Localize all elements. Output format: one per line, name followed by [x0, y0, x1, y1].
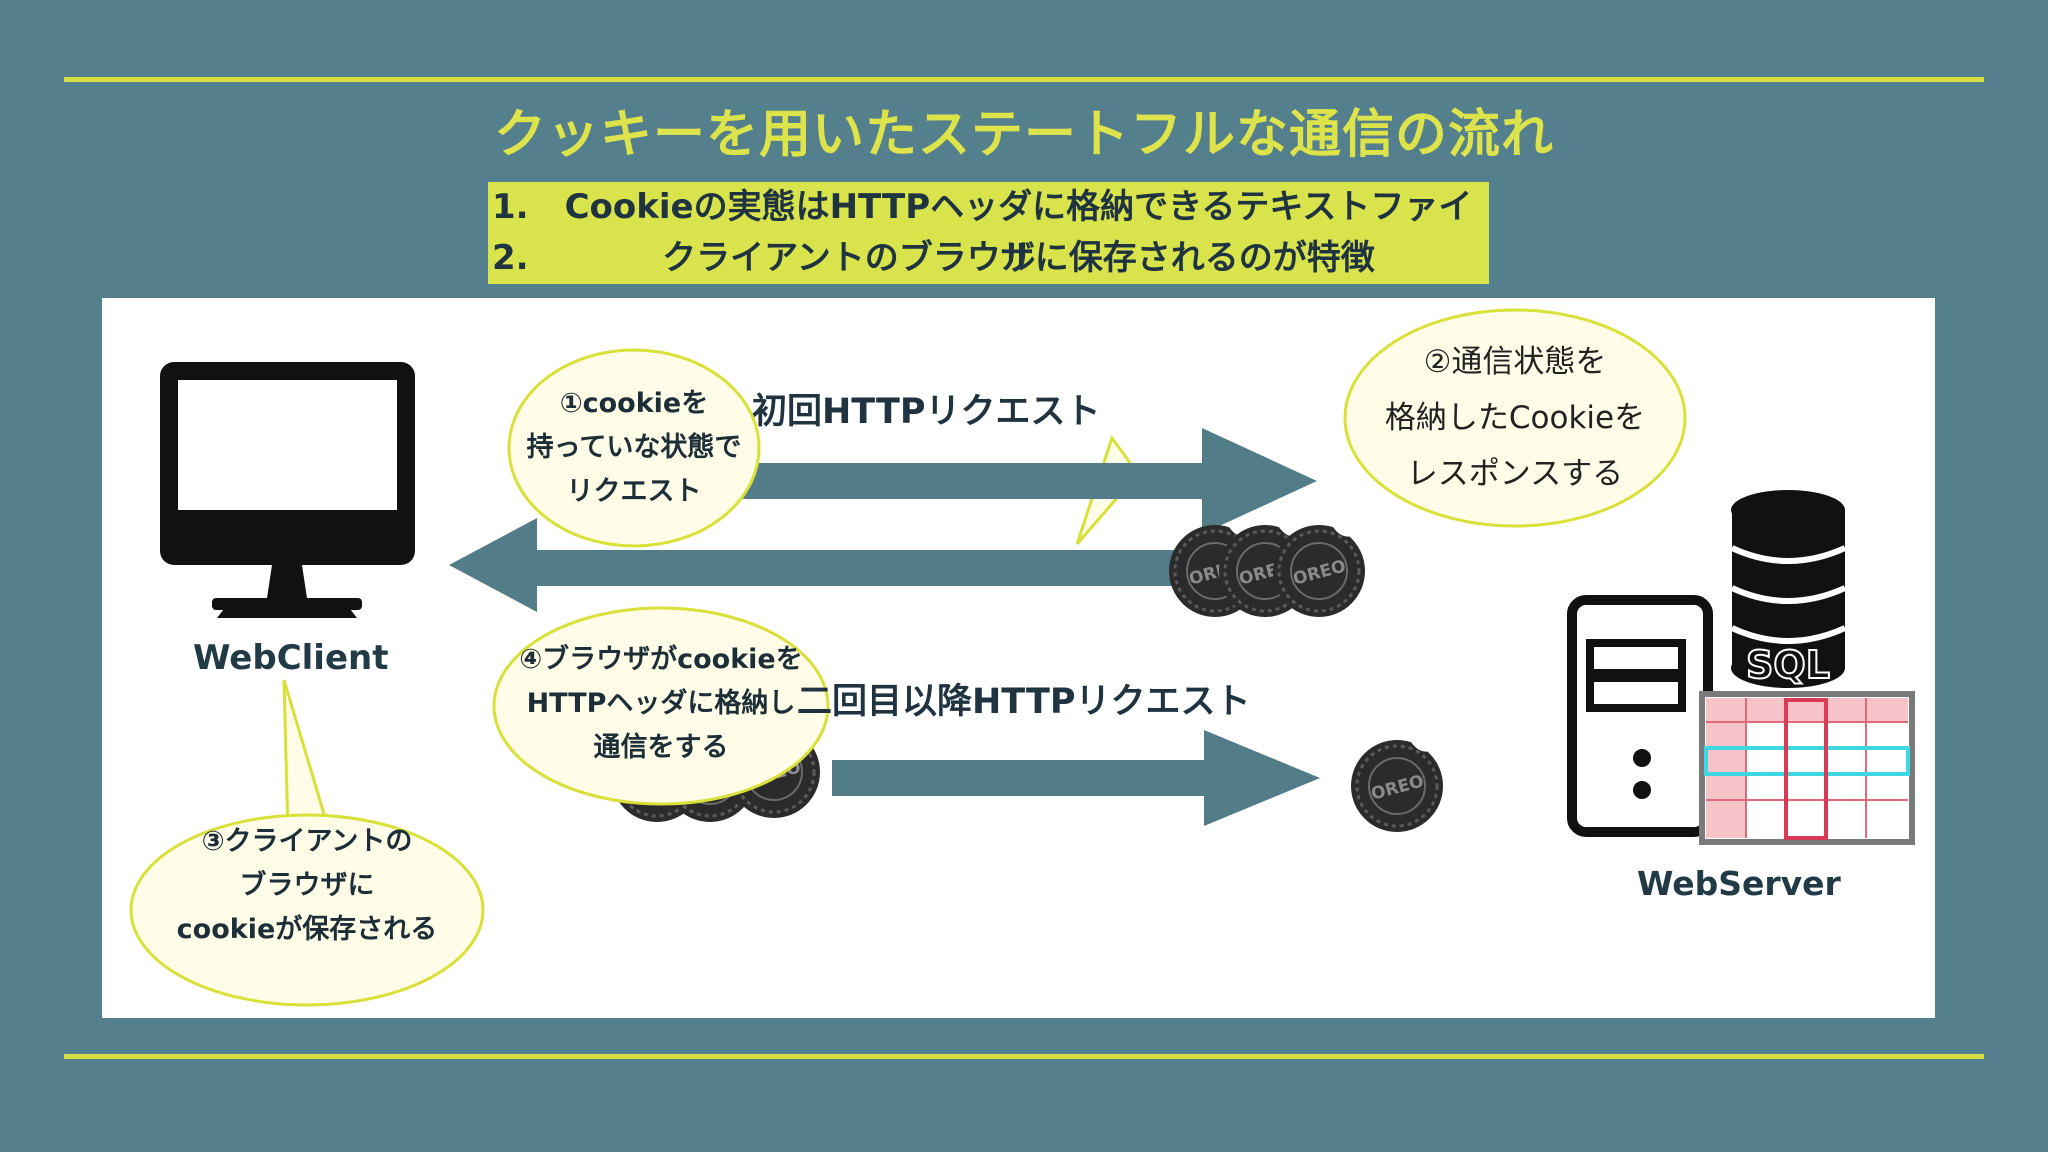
computer-icon — [160, 362, 415, 618]
bubble-2 — [1343, 308, 1687, 528]
response-cookies — [1167, 509, 1381, 619]
request-cookie — [1349, 724, 1459, 834]
bubble-1-text: ①cookieを 持っていな状態で リクエスト — [509, 382, 759, 514]
bubble-4-text: ④ブラウザがcookieを HTTPヘッダに格納し 通信をする — [516, 638, 806, 770]
diagram-panel: OREO — [102, 298, 1935, 1018]
server-label: WebServer — [1637, 864, 1841, 903]
bubble-line: cookieが保存される — [176, 914, 438, 945]
flow-diagram: OREO — [129, 308, 1915, 1007]
bubble-line: レスポンスする — [1406, 456, 1624, 492]
bubble-2-text: ②通信状態を 格納したCookieを レスポンスする — [1370, 334, 1660, 502]
key-point-text: Cookieの実態はHTTPヘッダに格納できるテキストファイル — [564, 187, 1473, 278]
second-request-label: 二回目以降HTTPリクエスト — [797, 682, 1251, 722]
bubble-3-tail — [282, 679, 333, 836]
second-request-arrow — [832, 730, 1320, 826]
page-title: クッキーを用いたステートフルな通信の流れ — [493, 105, 1554, 165]
key-point-number: 1. — [492, 187, 529, 227]
bubble-line: ④ブラウザがcookieを — [519, 644, 803, 675]
bottom-divider — [64, 1054, 1984, 1059]
first-request-label: 初回HTTPリクエスト — [752, 392, 1101, 432]
bubble-line: ③クライアントの — [201, 826, 413, 857]
table-icon — [1699, 691, 1915, 845]
key-point-text: クライアントのブラウザに保存されるのが特徴 — [662, 238, 1375, 278]
client-label: WebClient — [193, 638, 389, 678]
key-point-1: 1. Cookieの実態はHTTPヘッダに格納できるテキストファイル — [488, 182, 1489, 278]
server-icon — [1567, 595, 1713, 837]
bubble-line: ②通信状態を — [1423, 344, 1607, 380]
bubble-line: ブラウザに — [239, 870, 375, 901]
database-icon: SQL — [1730, 490, 1847, 688]
key-point-number: 2. — [492, 238, 529, 278]
bubble-line: 持っていな状態で — [526, 432, 742, 463]
key-point-2: 2. クライアントのブラウザに保存されるのが特徴 — [488, 233, 1489, 284]
bubble-3-text: ③クライアントの ブラウザに cookieが保存される — [157, 820, 457, 952]
bubble-line: HTTPヘッダに格納し — [526, 688, 796, 719]
sql-label: SQL — [1746, 643, 1830, 687]
bubble-1 — [507, 348, 761, 548]
bubble-line: 通信をする — [593, 732, 729, 763]
response-arrow — [449, 518, 1282, 612]
key-points-box: 1. Cookieの実態はHTTPヘッダに格納できるテキストファイル 2. クラ… — [488, 182, 1489, 284]
top-divider — [64, 77, 1984, 82]
bubble-4 — [492, 606, 830, 806]
bubble-line: 格納したCookieを — [1384, 400, 1646, 436]
bubble-line: ①cookieを — [559, 388, 709, 419]
bubble-3 — [129, 813, 485, 1007]
bubble-line: リクエスト — [566, 476, 702, 507]
